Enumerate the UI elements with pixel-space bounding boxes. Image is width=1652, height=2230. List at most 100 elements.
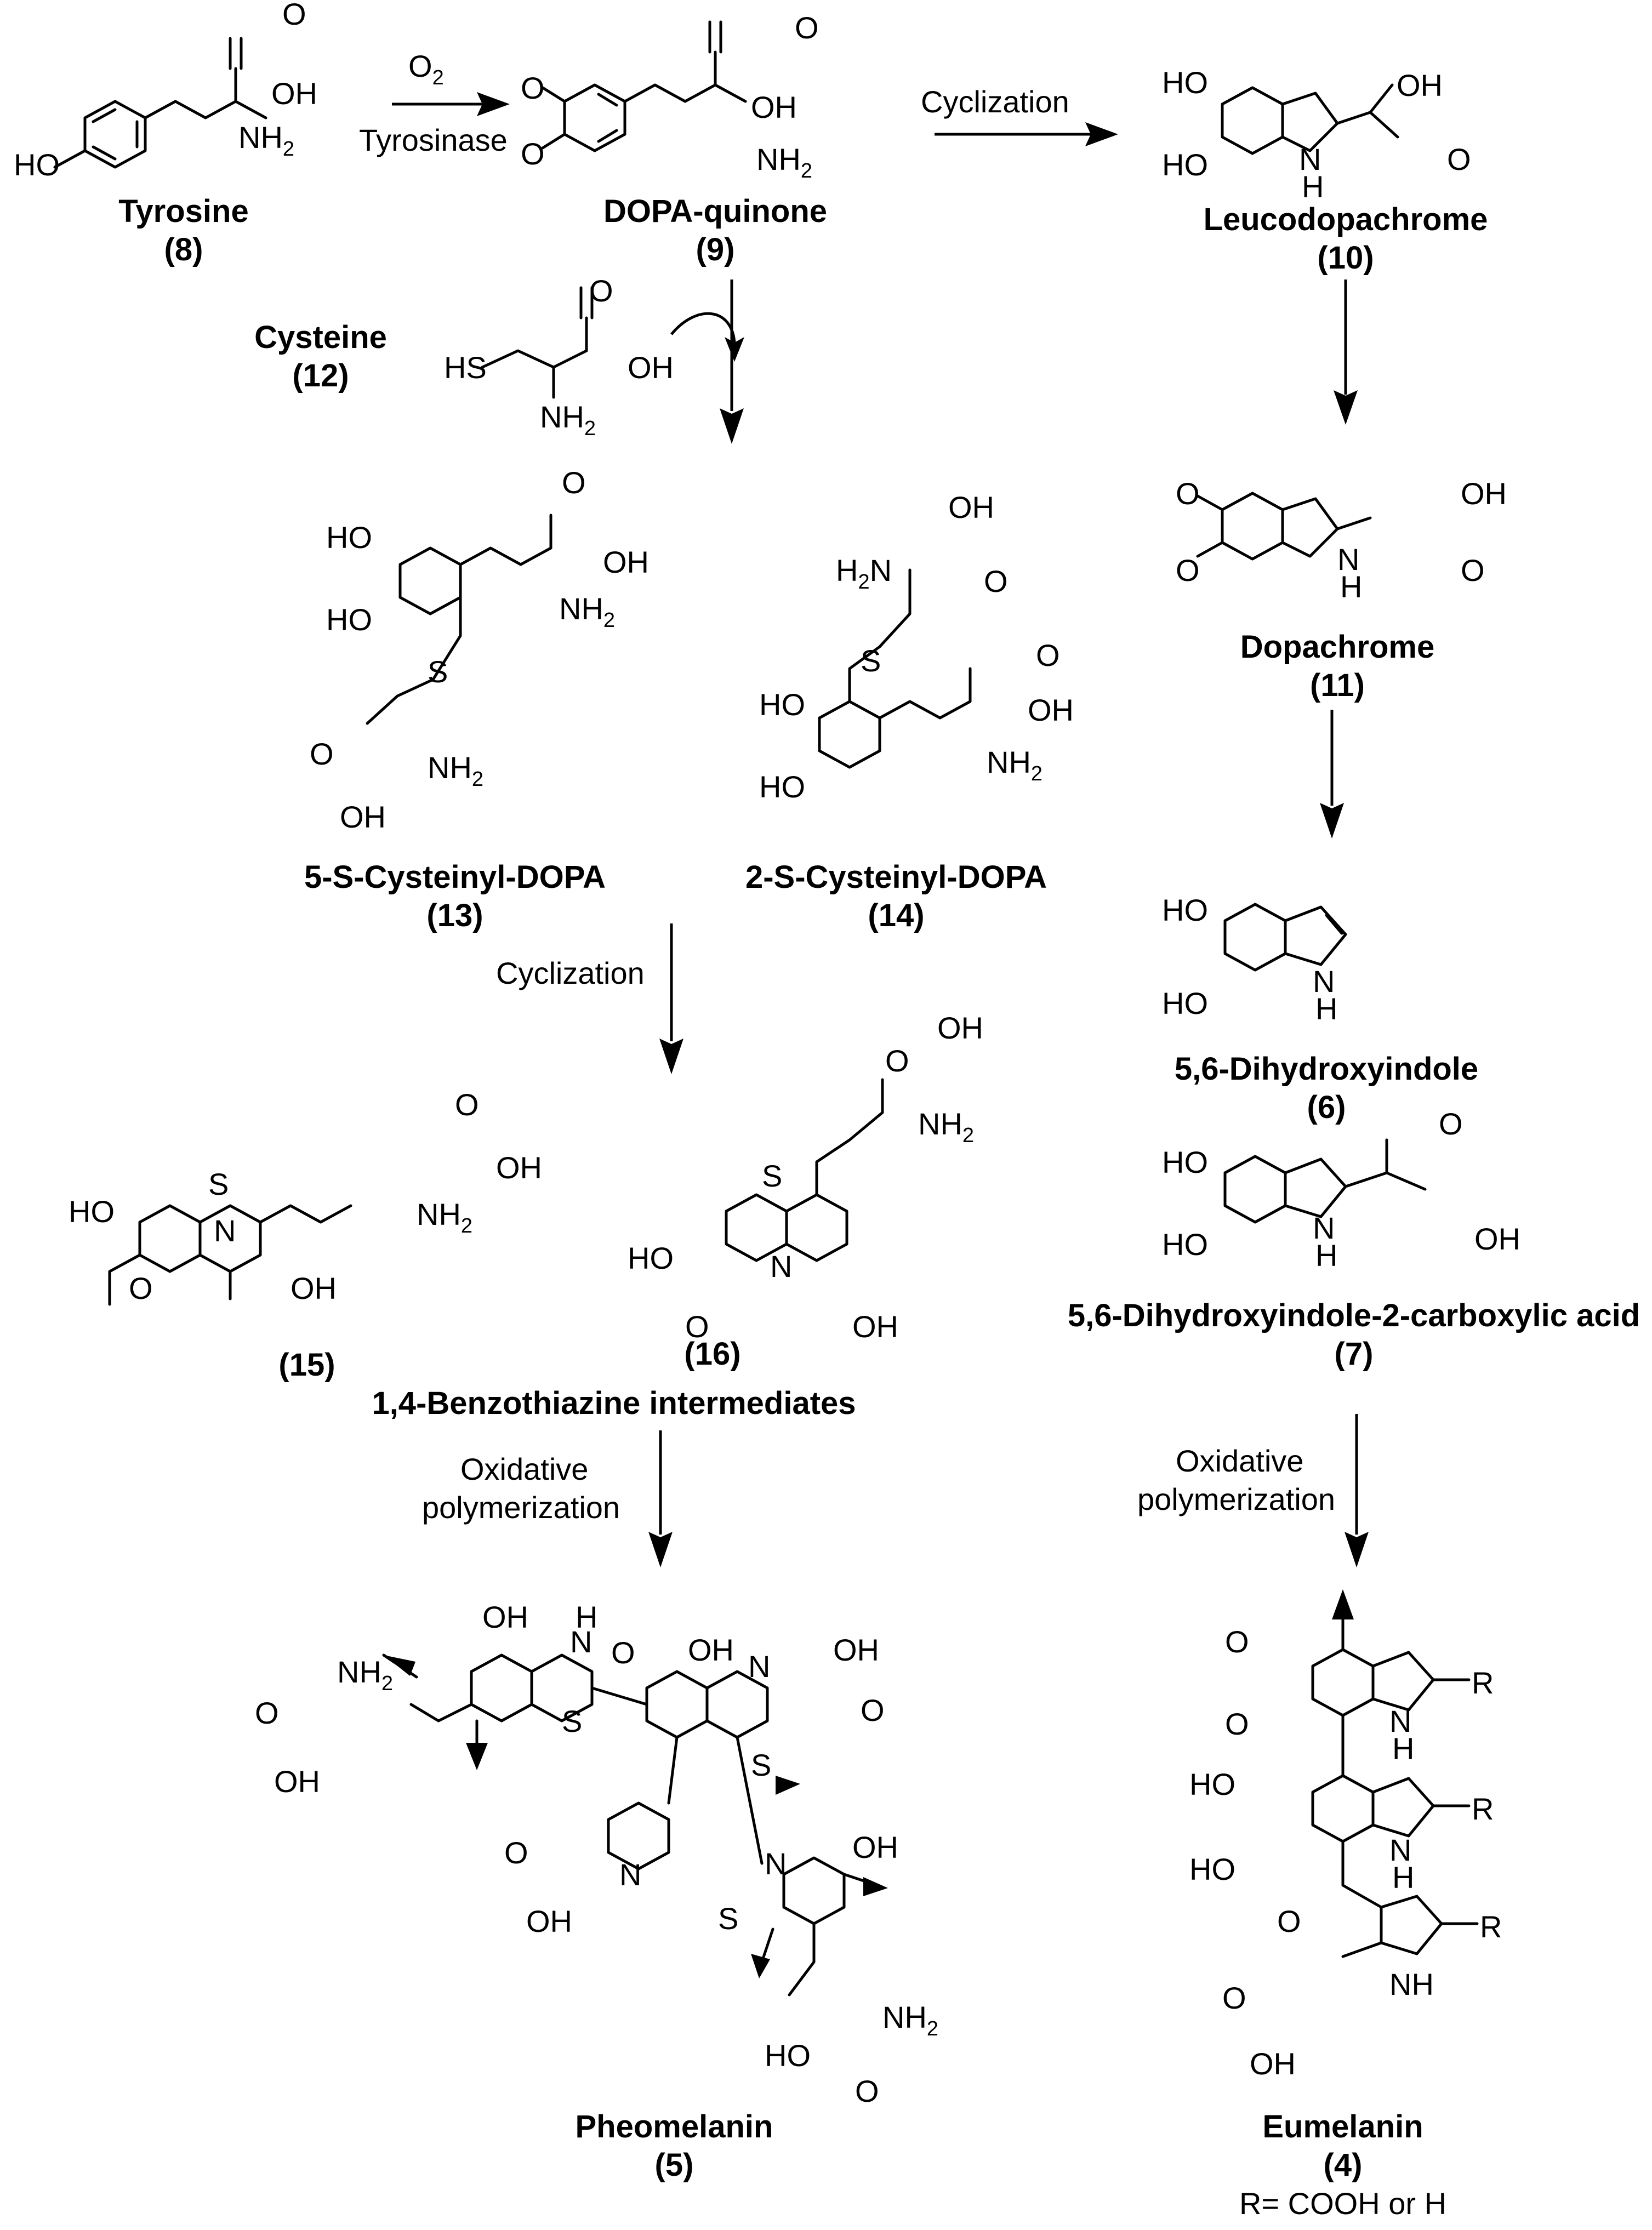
dc-o-atom-1: O — [1176, 476, 1200, 511]
c5-o-atom-2: O — [310, 737, 334, 771]
tyr-oh-atom: OH — [271, 76, 317, 111]
leuco-ho-atom-2: HO — [1162, 147, 1208, 182]
pheo-n-atom-2: N — [748, 1649, 770, 1684]
cys-nh2-atom: NH2 — [540, 400, 596, 440]
c5-nh2-atom-1: NH2 — [559, 591, 615, 632]
label-pheomelanin: Pheomelanin — [576, 2109, 773, 2145]
dhica-oh-atom: OH — [1474, 1222, 1520, 1256]
arrow-benzothiazine-to-pheomelanin — [648, 1430, 673, 1567]
label-eumelanin: Eumelanin — [1262, 2109, 1423, 2145]
bt16-nh2-atom: NH2 — [918, 1107, 974, 1147]
bt16-oh-atom-2: OH — [937, 1011, 983, 1045]
pheo-n-atom-3: N — [619, 1857, 641, 1892]
structure-benzothiazine-16: S N HO O OH OH O NH2 — [628, 1011, 983, 1344]
leuco-ho-atom-1: HO — [1162, 65, 1208, 100]
polymerization-label-left: polymerization — [422, 1490, 620, 1525]
dc-n-atom: N — [1337, 542, 1359, 577]
c2-nh2-atom: NH2 — [987, 745, 1043, 785]
dc-h-atom: H — [1340, 569, 1362, 604]
polymerization-label-right: polymerization — [1137, 1482, 1335, 1516]
pheo-s-atom-3: S — [718, 1901, 738, 1936]
oxidative-label-left: Oxidative — [460, 1452, 588, 1486]
structure-pheomelanin: OH H N O S OH N OH O S NH2 O OH N O OH N… — [255, 1600, 938, 2108]
bt15-o-atom-1: O — [129, 1271, 153, 1305]
c2-ho-atom-2: HO — [759, 769, 805, 804]
dhica-o-atom: O — [1439, 1107, 1463, 1141]
arrow-leucodopachrome-to-dopachrome — [1334, 280, 1358, 425]
eu-n-atom-2: N — [1389, 1833, 1411, 1867]
label-pheomelanin-number: (5) — [655, 2147, 694, 2183]
bt15-nh2-atom: NH2 — [417, 1197, 472, 1237]
compound-labels: Tyrosine (8) DOPA-quinone (9) Leucodopac… — [118, 193, 1640, 2221]
pheo-oh-atom-5: OH — [526, 1904, 572, 1938]
structure-cysteinyldopa-5: HO HO OH O NH2 S O OH NH2 — [310, 465, 649, 834]
bt16-o-atom-1: O — [685, 1309, 709, 1344]
dhi-n-atom: N — [1313, 964, 1335, 999]
label-dhi: 5,6-Dihydroxyindole — [1175, 1051, 1478, 1087]
tyrosinase-label: Tyrosinase — [359, 123, 508, 157]
bt16-oh-atom-1: OH — [852, 1309, 898, 1344]
c5-ho-atom-1: HO — [326, 520, 372, 555]
eu-o-atom-2: O — [1225, 1707, 1249, 1741]
tyr-ho-atom: HO — [14, 147, 60, 182]
leuco-o-atom: O — [1447, 142, 1471, 176]
pheo-n-atom-1: N — [570, 1624, 592, 1659]
label-dopachrome-number: (11) — [1310, 668, 1365, 703]
leuco-oh-atom: OH — [1397, 68, 1443, 102]
c2-ho-atom-1: HO — [759, 687, 805, 722]
dhi-ho-atom-1: HO — [1162, 893, 1208, 927]
pheo-oh-atom-2: OH — [688, 1633, 734, 1667]
leuco-n-atom: N — [1299, 142, 1321, 176]
label-benzothiazine-group: 1,4-Benzothiazine intermediates — [372, 1385, 856, 1421]
eu-o-atom-3: O — [1277, 1904, 1301, 1938]
leuco-h-atom: H — [1302, 169, 1324, 204]
bt15-ho-atom: HO — [69, 1194, 115, 1229]
dq-oh-atom: OH — [751, 90, 797, 124]
pheo-oh-atom-6: OH — [852, 1830, 898, 1864]
dc-o-atom-3: O — [1461, 553, 1485, 588]
label-leucodopachrome: Leucodopachrome — [1204, 202, 1488, 237]
structure-cysteine: HS OH O NH2 — [444, 273, 674, 440]
bt15-o-atom-2: O — [455, 1087, 479, 1122]
structure-cysteinyldopa-2: H2N OH O S HO HO OH O NH2 — [759, 490, 1074, 804]
bt16-n-atom: N — [770, 1249, 792, 1284]
structure-dhica: HO HO O OH N H — [1162, 1107, 1520, 1273]
dhica-ho-atom-1: HO — [1162, 1145, 1208, 1179]
c5-oh-atom-1: OH — [603, 545, 649, 579]
c5-nh2-atom-2: NH2 — [428, 750, 483, 791]
dc-oh-atom: OH — [1461, 476, 1507, 511]
bt15-oh-atom-2: OH — [496, 1150, 542, 1185]
label-cysteinyldopa-2: 2-S-Cysteinyl-DOPA — [745, 859, 1047, 895]
label-dhi-number: (6) — [1307, 1090, 1346, 1125]
dq-nh2-atom: NH2 — [756, 142, 812, 182]
label-dopaquinone-number: (9) — [696, 232, 735, 267]
label-benzothiazine-16-number: (16) — [684, 1336, 740, 1372]
oxidative-label-right: Oxidative — [1176, 1444, 1303, 1478]
c5-ho-atom-2: HO — [326, 602, 372, 637]
dq-o-atom-3: O — [795, 10, 819, 45]
reaction-arrows — [392, 92, 1369, 1567]
cyclization-label-middle: Cyclization — [496, 956, 645, 990]
cyclization-label-top: Cyclization — [921, 84, 1069, 119]
cys-oh-atom: OH — [628, 350, 674, 385]
eu-ho-atom-1: HO — [1189, 1767, 1235, 1801]
pheo-ho-atom: HO — [765, 2038, 811, 2073]
label-benzothiazine-15-number: (15) — [278, 1347, 335, 1383]
eu-r-atom-3: R — [1480, 1909, 1502, 1944]
eu-nh-atom: NH — [1389, 1967, 1434, 2001]
tyr-nh2-atom: NH2 — [238, 120, 294, 161]
label-cysteinyldopa-5: 5-S-Cysteinyl-DOPA — [304, 859, 606, 895]
structure-dopachrome: O O OH O N H — [1176, 476, 1507, 604]
eu-r-atom-1: R — [1472, 1666, 1494, 1700]
arrow-dhi-to-eumelanin — [1345, 1414, 1369, 1567]
structure-leucodopachrome: HO HO OH O N H — [1162, 65, 1471, 204]
c5-s-atom: S — [428, 654, 448, 689]
tyr-o-atom: O — [282, 0, 306, 31]
eu-n-atom-1: N — [1389, 1704, 1411, 1738]
structure-dopaquinone: O O OH O NH2 — [521, 10, 819, 182]
c2-oh-atom-2: OH — [1028, 693, 1074, 727]
pheo-oh-atom-4: OH — [274, 1764, 320, 1799]
label-dopachrome: Dopachrome — [1240, 629, 1435, 665]
arrow-cysteine-addition — [670, 312, 744, 362]
